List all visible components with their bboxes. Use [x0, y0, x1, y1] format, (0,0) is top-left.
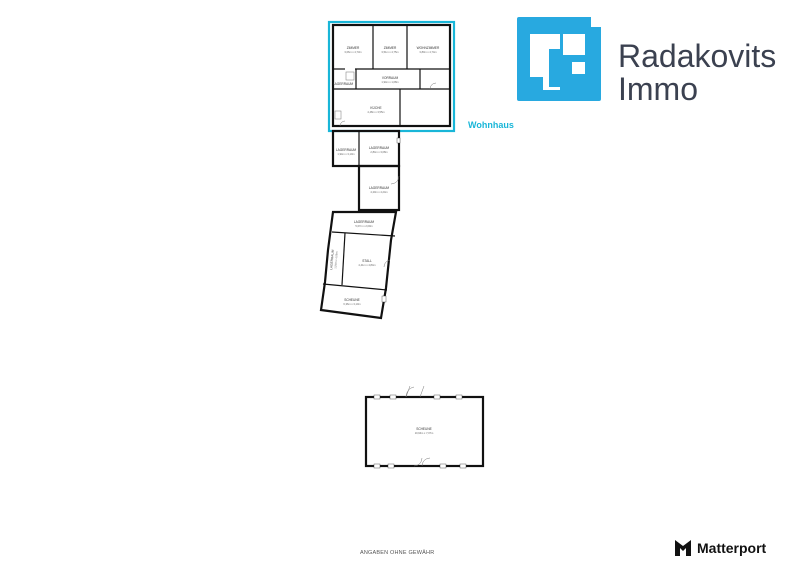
room-lagerraum-top: LAGERRAUM	[333, 82, 354, 86]
brand-name: Radakovits Immo	[618, 40, 776, 106]
svg-text:LAGERRAUM: LAGERRAUM	[333, 82, 354, 86]
room-lagerraum-2: LAGERRAUM 2,84m x 3,08m	[369, 146, 390, 154]
matterport-icon	[675, 540, 691, 556]
svg-text:LAGERRAUM: LAGERRAUM	[354, 220, 375, 224]
room-wohnzimmer: WOHNZIMMER 3,80m x 4,74m	[417, 46, 440, 54]
svg-text:3,80m x 4,74m: 3,80m x 4,74m	[419, 50, 436, 54]
svg-text:LAGERRAUM: LAGERRAUM	[329, 249, 335, 270]
svg-text:WOHNZIMMER: WOHNZIMMER	[417, 46, 440, 50]
room-zimmer-1: ZIMMER 3,06m x 4,73m	[344, 46, 361, 54]
matterport-text: Matterport	[697, 540, 767, 556]
svg-text:6,36m x 3,10m: 6,36m x 3,10m	[343, 302, 360, 306]
room-stall: STALL 4,41m x 4,84m	[358, 259, 375, 267]
svg-text:SCHEUNE: SCHEUNE	[416, 427, 432, 431]
svg-text:ZIMMER: ZIMMER	[384, 46, 397, 50]
room-lagerraum-3: LAGERRAUM 4,20m x 4,24m	[369, 186, 390, 194]
svg-text:4,48m x 3,55m: 4,48m x 3,55m	[367, 110, 384, 114]
svg-text:LAGERRAUM: LAGERRAUM	[336, 148, 357, 152]
wohnhaus-label: Wohnhaus	[468, 120, 514, 130]
matterport-logo: Matterport	[673, 538, 766, 558]
svg-text:4,20m x 4,24m: 4,20m x 4,24m	[370, 190, 387, 194]
room-scheune-1: SCHEUNE 6,36m x 3,10m	[343, 298, 360, 306]
disclaimer-text: ANGABEN OHNE GEWÄHR	[360, 550, 435, 556]
svg-text:3,06m x 4,73m: 3,06m x 4,73m	[344, 50, 361, 54]
svg-text:3,51m x 4,75m: 3,51m x 4,75m	[381, 50, 398, 54]
lagerraum-block-2	[357, 164, 401, 212]
room-zimmer-2: ZIMMER 3,51m x 4,75m	[381, 46, 398, 54]
svg-text:KÜCHE: KÜCHE	[370, 106, 381, 110]
stall-block	[319, 210, 398, 320]
svg-text:5,07m x 2,09m: 5,07m x 2,09m	[355, 224, 372, 228]
wohnhaus-plan	[331, 23, 452, 128]
svg-text:1,94m x 3,10m: 1,94m x 3,10m	[337, 152, 354, 156]
svg-text:2,84m x 3,08m: 2,84m x 3,08m	[370, 150, 387, 154]
svg-text:VORRAUM: VORRAUM	[382, 76, 399, 80]
room-lagerraum-1: LAGERRAUM 1,94m x 3,10m	[336, 148, 357, 156]
brand-name-line1: Radakovits	[618, 38, 777, 74]
svg-text:ZIMMER: ZIMMER	[347, 46, 360, 50]
room-kueche: KÜCHE 4,48m x 3,55m	[367, 106, 384, 114]
svg-text:4,41m x 4,84m: 4,41m x 4,84m	[358, 263, 375, 267]
svg-text:1,94m x 1,68m: 1,94m x 1,68m	[381, 80, 398, 84]
svg-text:STALL: STALL	[362, 259, 372, 263]
svg-text:LAGERRAUM: LAGERRAUM	[369, 146, 390, 150]
brand-name-line2: Immo	[618, 71, 698, 107]
room-lagerraum-4: LAGERRAUM 5,07m x 2,09m	[354, 220, 375, 228]
svg-text:1,94m x 4,66m: 1,94m x 4,66m	[333, 251, 338, 268]
svg-text:10,94m x 7,07m: 10,94m x 7,07m	[415, 431, 434, 435]
radakovits-logo-icon	[517, 17, 601, 101]
room-scheune-2: SCHEUNE 10,94m x 7,07m	[415, 427, 434, 435]
svg-text:SCHEUNE: SCHEUNE	[344, 298, 360, 302]
room-vorraum: VORRAUM 1,94m x 1,68m	[381, 76, 398, 84]
svg-text:LAGERRAUM: LAGERRAUM	[369, 186, 390, 190]
scheune-block	[364, 385, 485, 469]
room-lagerraum-5: LAGERRAUM 1,94m x 4,66m	[329, 249, 339, 270]
